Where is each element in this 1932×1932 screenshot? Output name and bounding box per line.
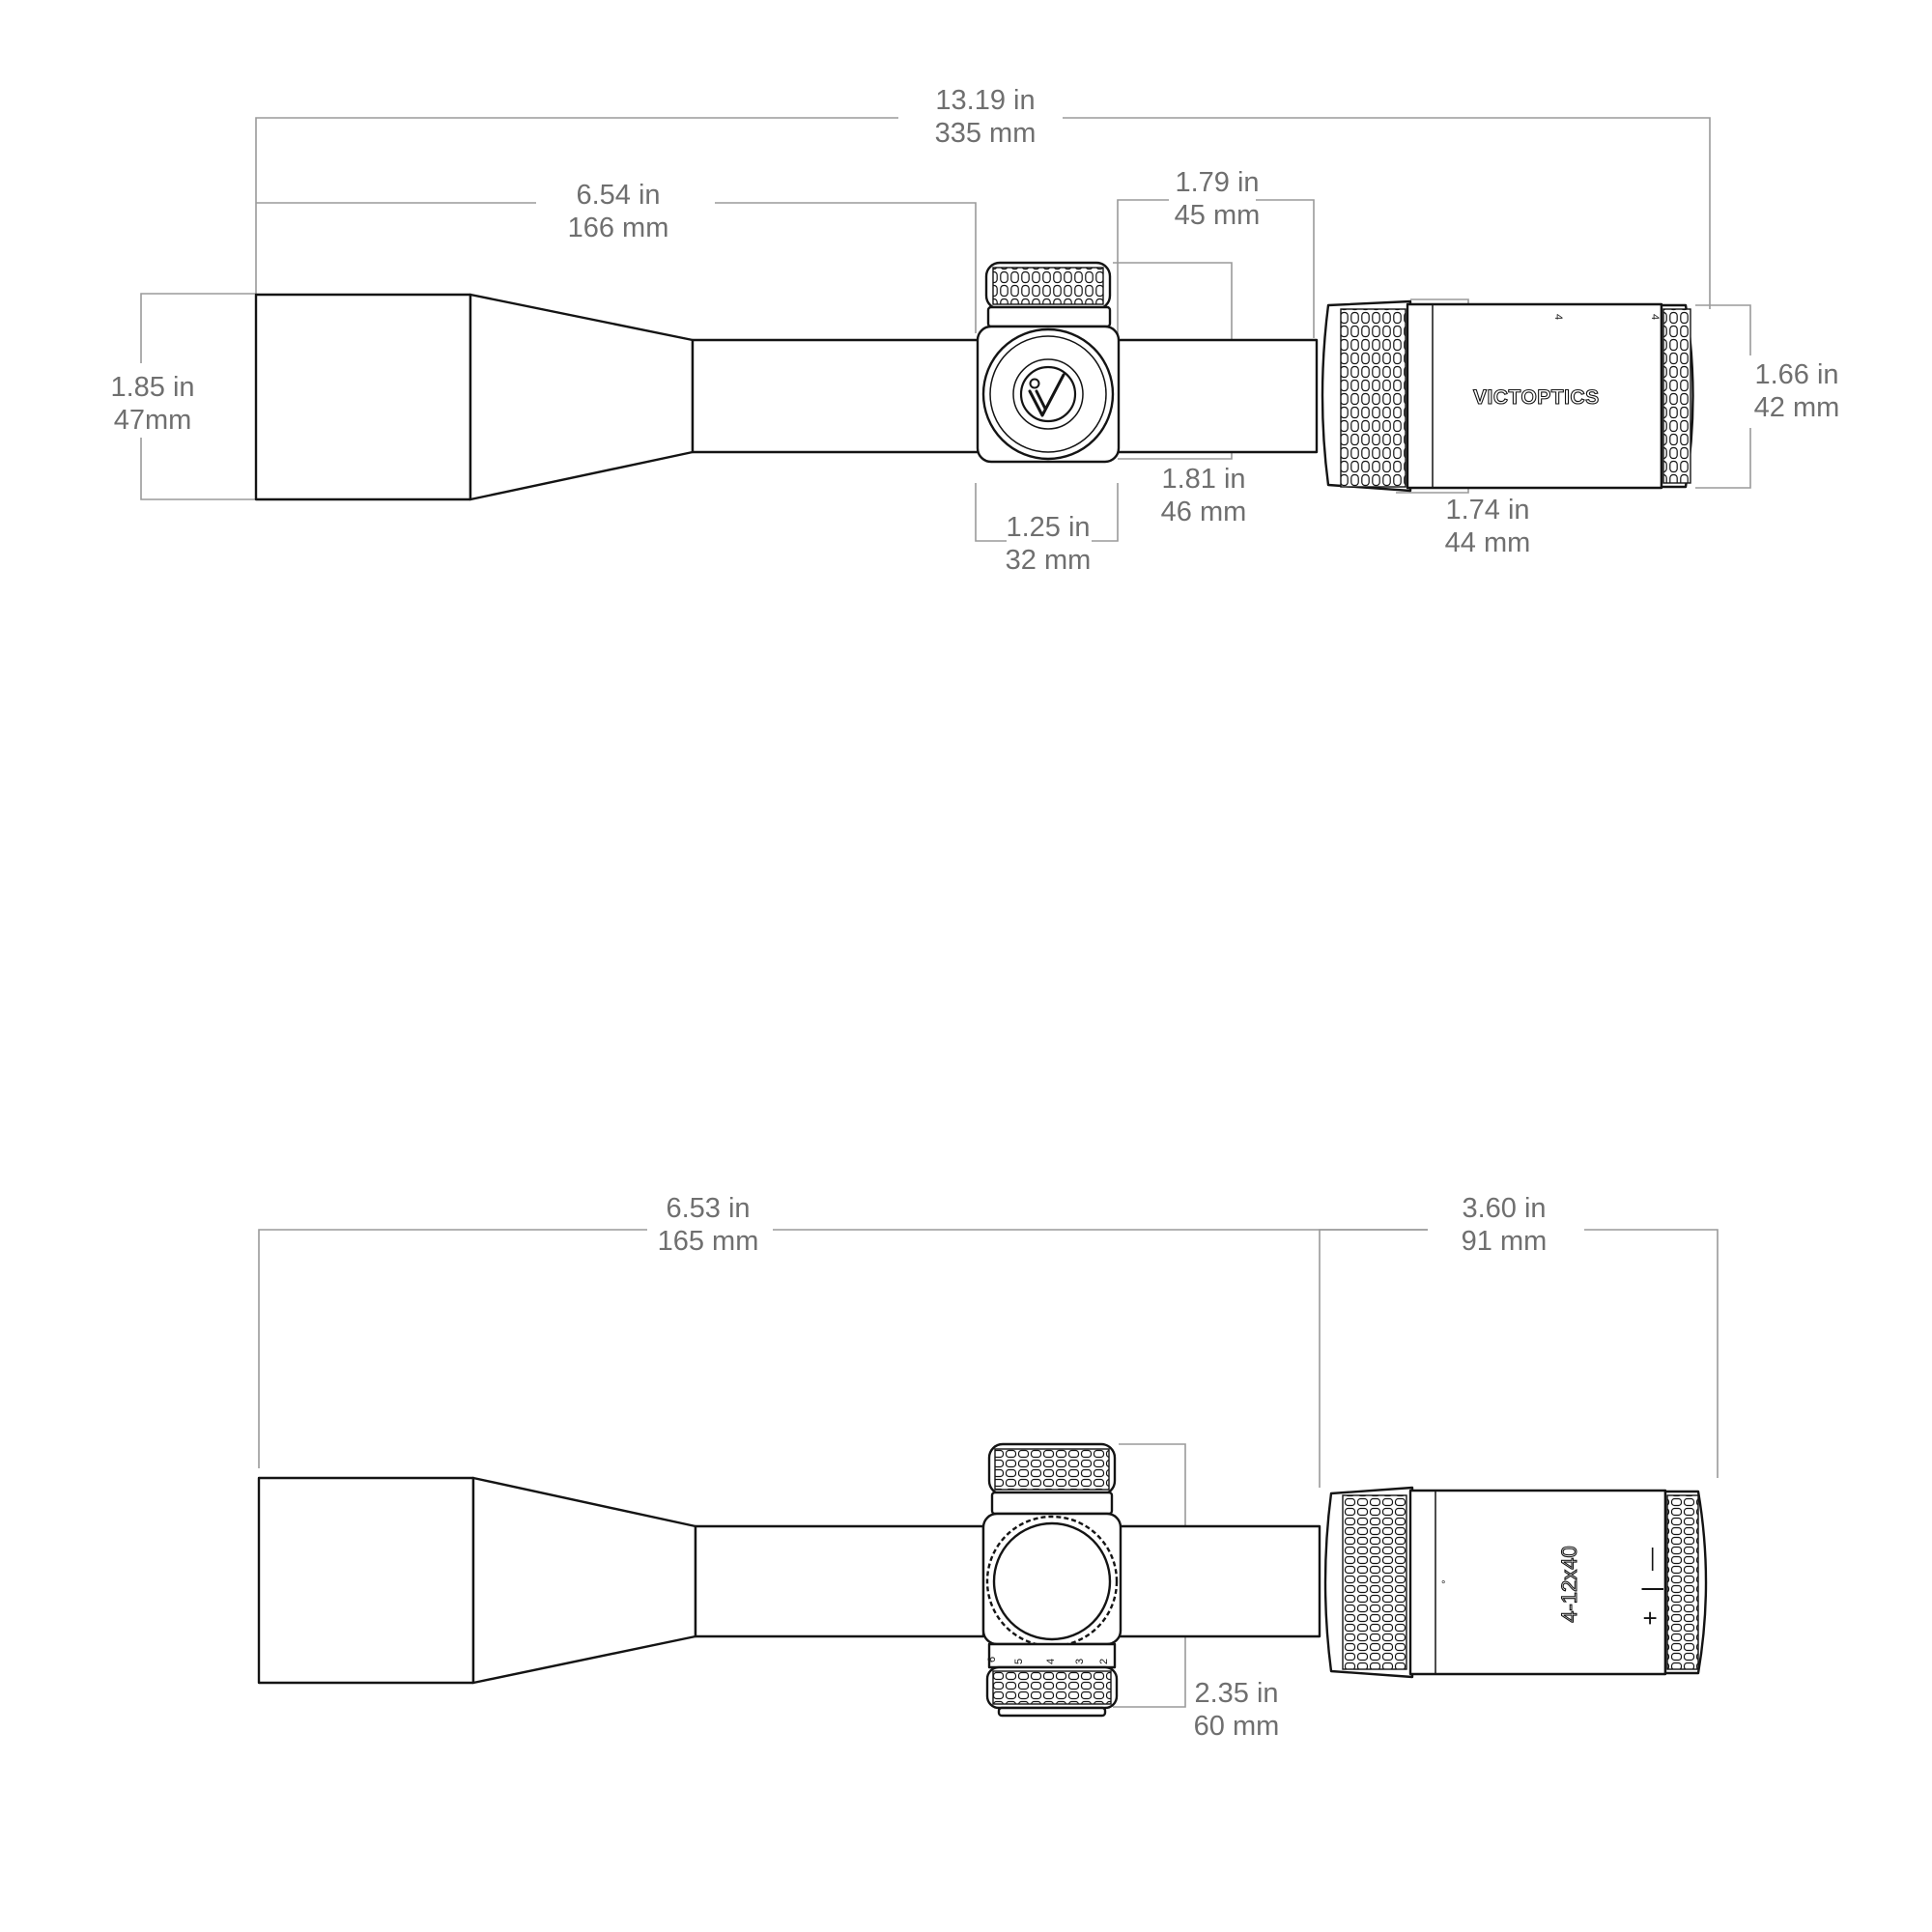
objective-to-turret-mm: 166 mm — [568, 213, 669, 243]
eyepiece-mark-2: 4 — [1649, 314, 1661, 320]
objective-diameter-in: 1.85 in — [110, 372, 194, 403]
ring-dot: ° — [1441, 1579, 1445, 1591]
power-ring-diameter-in: 1.74 in — [1445, 495, 1529, 526]
side-turret-height-in: 2.35 in — [1194, 1678, 1278, 1709]
main-tube-rear — [1114, 338, 1319, 454]
eyepiece-length-mm: 45 mm — [1175, 200, 1261, 231]
turret-collar — [986, 305, 1112, 328]
side-eyepiece-length-mm: 91 mm — [1462, 1226, 1548, 1257]
diopter-minus: — — [1638, 1548, 1664, 1571]
windage-cap — [981, 327, 1115, 461]
side-dimension-labels: 6.53 in 165 mm 3.60 in 91 mm 2.35 in 60 … — [658, 1193, 1548, 1742]
magnification-label: 4-12x40 — [1557, 1546, 1581, 1623]
objective-to-turret-in: 6.54 in — [576, 180, 660, 211]
turret-height-mm: 46 mm — [1161, 497, 1247, 527]
windage-number-5: 5 — [1013, 1659, 1025, 1664]
windage-number-6: 6 — [986, 1657, 998, 1662]
objective-to-ring-mm: 165 mm — [658, 1226, 759, 1257]
overall-length-in: 13.19 in — [935, 85, 1035, 116]
side-dimension-lines — [258, 1229, 1719, 1708]
overall-length-mm: 335 mm — [935, 118, 1037, 149]
turret-width-in: 1.25 in — [1006, 512, 1090, 543]
side-focus-cap — [985, 1515, 1119, 1648]
objective-bell — [254, 293, 472, 501]
side-scope-body: 6 5 4 3 2 10 8 6 5 ° 4-12x40 + | — — [257, 1442, 1708, 1718]
main-tube-front — [691, 338, 980, 454]
windage-turret-numbers: 6 5 4 3 2 — [986, 1657, 1110, 1664]
windage-number-2: 2 — [1098, 1659, 1110, 1664]
eyepiece-diameter-in: 1.66 in — [1754, 359, 1838, 390]
turret-width-mm: 32 mm — [1006, 545, 1092, 576]
side-turret-height-mm: 60 mm — [1194, 1711, 1280, 1742]
top-scope-body: 5 4 VICTOPTICS 4 4 — [254, 261, 1694, 501]
top-view: 5 4 VICTOPTICS 4 4 13.19 in 335 mm 6.54 … — [110, 85, 1839, 576]
eyepiece-diameter-mm: 42 mm — [1754, 392, 1840, 423]
turret-height-in: 1.81 in — [1161, 464, 1245, 495]
eyepiece-body — [1406, 302, 1663, 490]
objective-diameter-mm: 47mm — [114, 405, 192, 436]
side-view: 6 5 4 3 2 10 8 6 5 ° 4-12x40 + | — — [257, 1193, 1719, 1742]
side-objective-taper — [471, 1476, 697, 1685]
side-objective-bell — [257, 1476, 475, 1685]
side-main-tube-front — [694, 1524, 985, 1638]
diopter-separator: | — [1638, 1586, 1664, 1592]
power-ring-diameter-mm: 44 mm — [1445, 527, 1531, 558]
side-eyepiece-length-in: 3.60 in — [1462, 1193, 1546, 1224]
top-dimension-labels: 13.19 in 335 mm 6.54 in 166 mm 1.79 in 4… — [110, 85, 1839, 576]
side-turret-collar — [990, 1491, 1114, 1516]
side-main-tube-rear — [1117, 1524, 1321, 1638]
windage-turret-cap-base — [997, 1706, 1107, 1718]
side-eyepiece-body — [1408, 1489, 1667, 1676]
diopter-plus: + — [1635, 1610, 1664, 1625]
objective-taper — [469, 293, 695, 501]
windage-number-4: 4 — [1045, 1659, 1057, 1664]
windage-number-3: 3 — [1074, 1659, 1086, 1664]
objective-to-ring-in: 6.53 in — [666, 1193, 750, 1224]
brand-label: VICTOPTICS — [1473, 386, 1600, 409]
victoptics-logo-icon — [1019, 365, 1077, 423]
eyepiece-length-in: 1.79 in — [1175, 167, 1259, 198]
eyepiece-mark-1: 4 — [1552, 314, 1564, 320]
